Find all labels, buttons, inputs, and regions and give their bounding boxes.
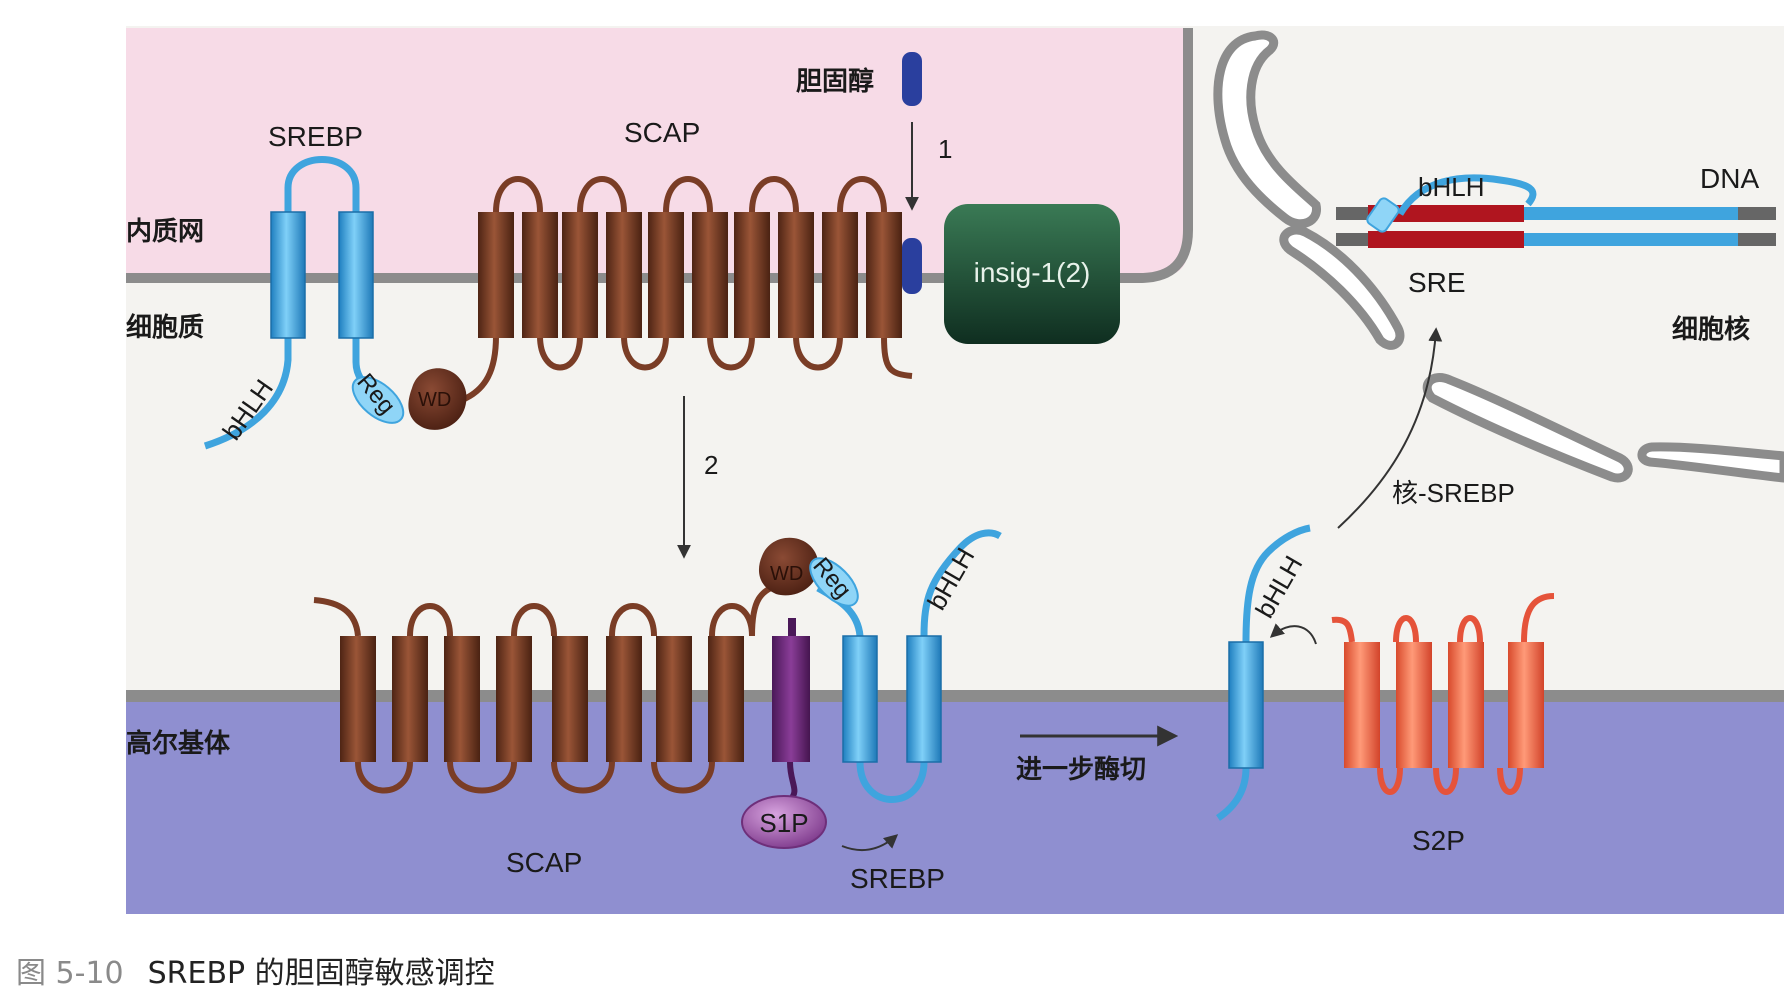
s2p-cleavage-arrow	[1269, 623, 1317, 645]
label-s2p: S2P	[1412, 825, 1465, 856]
cholesterol-molecule-top	[902, 52, 922, 106]
dna-strands	[1336, 205, 1776, 248]
nuclear-envelope	[1213, 30, 1784, 483]
reg-domain-golgi	[809, 557, 859, 607]
label-srebp-bottom: SREBP	[850, 863, 945, 894]
srebp-bound-to-dna	[1366, 174, 1537, 233]
label-golgi: 高尔基体	[126, 728, 231, 759]
label-nuclear-srebp: 核-SREBP	[1392, 478, 1515, 508]
label-dna: DNA	[1700, 163, 1759, 194]
figure-title: SREBP 的胆固醇敏感调控	[147, 956, 495, 991]
label-step-2: 2	[704, 450, 718, 480]
scap-golgi	[313, 537, 819, 794]
label-insig: insig-1(2)	[974, 257, 1091, 288]
figure-number: 图 5-10	[16, 956, 124, 991]
srebp-cleaved-fragment	[1215, 524, 1311, 821]
label-wd-er: WD	[418, 389, 451, 411]
srebp-er-helix-1	[270, 211, 306, 339]
s1p-cleavage-arrow	[841, 834, 899, 852]
srebp-golgi	[809, 529, 1002, 803]
label-er: 内质网	[126, 217, 204, 247]
er-membrane	[126, 28, 1193, 283]
wd-domain-golgi	[758, 537, 819, 596]
reg-domain-er	[351, 376, 405, 424]
s1p-protease	[741, 618, 827, 849]
arrow-nuclear-import	[1337, 327, 1443, 529]
label-step-1: 1	[938, 134, 952, 164]
label-s1p: S1P	[759, 808, 808, 838]
label-nucleus: 细胞核	[1672, 314, 1750, 345]
label-scap-top: SCAP	[624, 117, 700, 148]
er-lumen	[126, 28, 1188, 276]
srebp-er	[203, 156, 405, 450]
label-sre: SRE	[1408, 267, 1466, 298]
label-bhlh-dna: bHLH	[1418, 172, 1484, 202]
wd-domain-er	[408, 368, 467, 430]
cholesterol-molecule-membrane	[902, 238, 922, 294]
s2p-protease	[1331, 593, 1555, 795]
label-cholesterol: 胆固醇	[796, 66, 874, 97]
label-cytoplasm: 细胞质	[126, 312, 204, 343]
label-srebp-top: SREBP	[268, 121, 363, 152]
label-further-cleavage: 进一步酶切	[1016, 754, 1146, 785]
insig-protein	[944, 204, 1120, 344]
scap-er	[408, 176, 913, 430]
label-scap-bottom: SCAP	[506, 847, 582, 878]
srebp-er-helix-2	[338, 211, 374, 339]
label-wd-golgi: WD	[770, 563, 803, 585]
figure-caption: 图 5-10 SREBP 的胆固醇敏感调控	[16, 948, 495, 992]
